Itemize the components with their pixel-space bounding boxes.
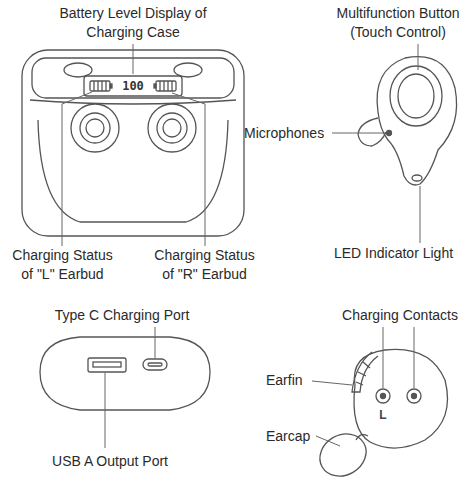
open-charging-case [22,50,244,236]
callout-label: Type C Charging Port [47,306,197,325]
earbud-top-view [358,57,457,185]
callout-label: Earfin [266,371,303,390]
callout-label: Microphones [244,124,324,143]
callout-label: Multifunction Button (Touch Control) [328,4,468,42]
callout-label: Charging Status of "R" Earbud [147,246,262,284]
callout-label: Charging Contacts [333,306,467,325]
earbud-side-mark: L [374,408,392,422]
callout-label: Battery Level Display of Charging Case [58,4,208,42]
callout-label: Earcap [266,427,310,446]
battery-digits: 100 [113,79,153,93]
callout-label: USB A Output Port [35,452,185,471]
callout-label: Charging Status of "L" Earbud [5,246,120,284]
earbud-side-view [312,349,447,484]
closed-charging-case [40,337,210,410]
callout-label: LED Indicator Light [334,244,453,263]
